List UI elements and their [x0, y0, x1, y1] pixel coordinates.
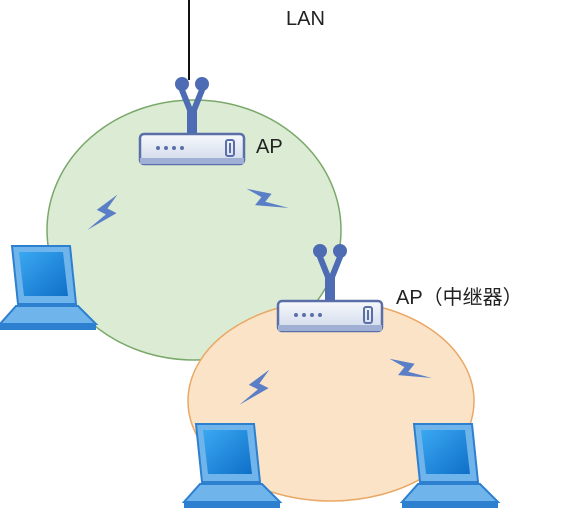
ap-main-label: AP — [256, 136, 283, 158]
lan-label: LAN — [286, 8, 325, 30]
ap-repeater-label: AP（中继器） — [396, 287, 523, 309]
coverage-area-main — [46, 99, 342, 361]
